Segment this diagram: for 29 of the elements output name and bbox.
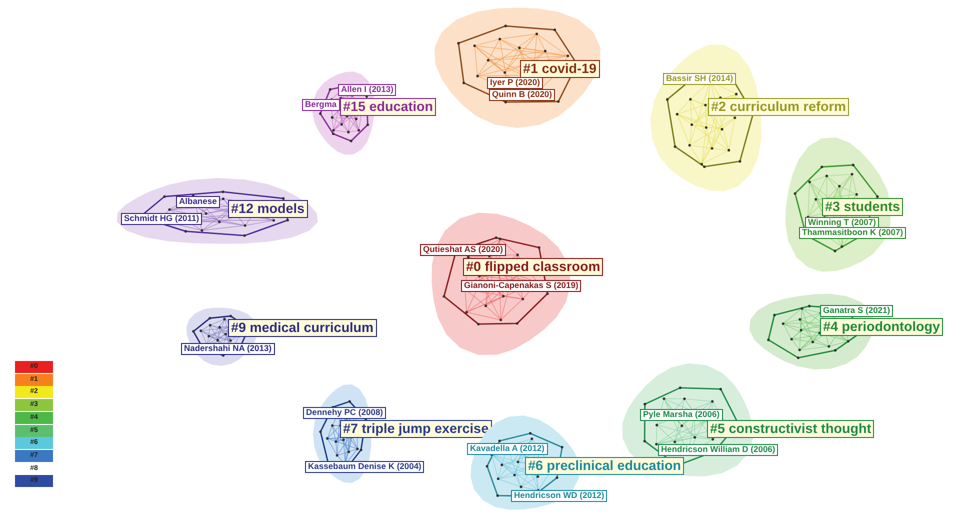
cluster-label: #1 covid-19 <box>520 60 600 78</box>
author-label: Albanese <box>176 196 220 208</box>
author-label: Gianoni-Capenakas S (2019) <box>461 280 582 292</box>
cluster-label: #2 curriculum reform <box>708 98 850 116</box>
cluster-label: #6 preclinical education <box>525 457 684 475</box>
author-label: Hendricson WD (2012) <box>511 490 608 502</box>
author-label: Kavadella A (2012) <box>467 443 548 455</box>
author-label: Hendricson William D (2006) <box>658 444 778 456</box>
author-label: Dennehy PC (2008) <box>303 407 386 419</box>
cluster-label: #12 models <box>228 200 308 218</box>
cluster-label: #4 periodontology <box>820 318 944 336</box>
author-label: Quinn B (2020) <box>489 89 555 101</box>
author-label: Kassebaum Denise K (2004) <box>305 461 424 473</box>
author-label: Allen I (2013) <box>338 84 396 96</box>
author-label: Bergma <box>302 99 340 111</box>
cluster-label: #7 triple jump exercise <box>340 420 492 438</box>
cluster-label: #0 flipped classroom <box>463 258 604 276</box>
cluster-label: #3 students <box>822 198 904 216</box>
cluster-label: #5 constructivist thought <box>707 420 874 438</box>
cluster-label: #15 education <box>340 98 436 116</box>
author-label: Nadershahi NA (2013) <box>181 343 275 355</box>
author-label: Bassir SH (2014) <box>663 73 736 85</box>
author-label: Thammasitboon K (2007) <box>799 227 906 239</box>
author-label: Iyer P (2020) <box>487 77 543 89</box>
cluster-label: #9 medical curriculum <box>228 319 377 337</box>
author-label: Qutieshat AS (2020) <box>420 244 506 256</box>
author-label: Ganatra S (2021) <box>820 305 894 317</box>
author-label: Schmidt HG (2011) <box>121 213 202 225</box>
author-label: Pyle Marsha (2006) <box>640 409 723 421</box>
